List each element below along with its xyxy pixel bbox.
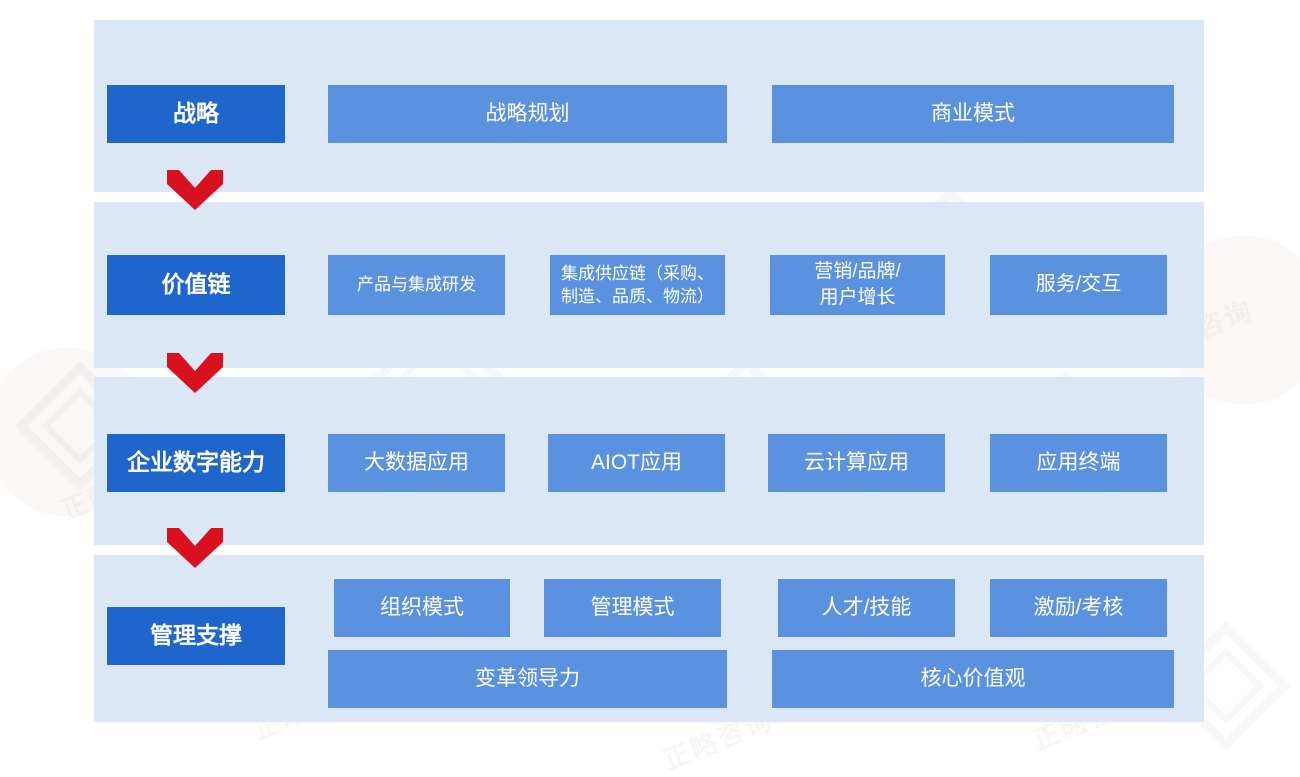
arrow-valuechain-to-digital	[167, 353, 223, 393]
node-core-values[interactable]: 核心价值观	[772, 650, 1174, 708]
node-talent-skills[interactable]: 人才/技能	[778, 579, 955, 637]
arrow-strategy-to-valuechain	[167, 170, 223, 210]
node-cloud-computing-application[interactable]: 云计算应用	[768, 434, 945, 492]
node-big-data-application[interactable]: 大数据应用	[328, 434, 505, 492]
node-product-rd[interactable]: 产品与集成研发	[328, 255, 505, 315]
node-organization-model[interactable]: 组织模式	[334, 579, 510, 637]
node-service-interaction[interactable]: 服务/交互	[990, 255, 1167, 315]
node-business-model[interactable]: 商业模式	[772, 85, 1174, 143]
arrow-digital-to-management	[167, 528, 223, 568]
node-marketing-brand-growth[interactable]: 营销/品牌/ 用户增长	[770, 255, 945, 315]
node-incentive-assessment[interactable]: 激励/考核	[990, 579, 1167, 637]
node-management-model[interactable]: 管理模式	[544, 579, 721, 637]
row-label-valuechain[interactable]: 价值链	[107, 255, 285, 315]
node-aiot-application[interactable]: AIOT应用	[548, 434, 725, 492]
node-integrated-supply-chain[interactable]: 集成供应链（采购、 制造、品质、物流）	[550, 255, 725, 315]
node-change-leadership[interactable]: 变革领导力	[328, 650, 727, 708]
row-label-digital-capability[interactable]: 企业数字能力	[107, 434, 285, 492]
row-label-strategy[interactable]: 战略	[107, 85, 285, 143]
node-strategy-planning[interactable]: 战略规划	[328, 85, 727, 143]
node-application-terminal[interactable]: 应用终端	[990, 434, 1167, 492]
row-label-management-support[interactable]: 管理支撑	[107, 607, 285, 665]
